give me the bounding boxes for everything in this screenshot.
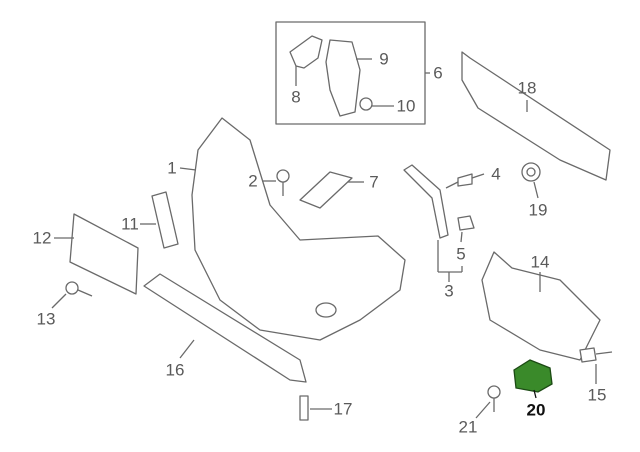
- part-3: [403, 164, 449, 239]
- callout-20-highlighted: 20: [526, 400, 546, 420]
- part-11: [151, 191, 179, 249]
- callout-17: 17: [333, 399, 353, 419]
- part-7: [299, 171, 353, 209]
- part-13: [65, 281, 79, 295]
- part-2: [276, 169, 290, 183]
- part-15: [579, 347, 597, 363]
- callout-1: 1: [167, 158, 177, 178]
- part-8: [289, 35, 323, 69]
- part-17: [299, 395, 309, 421]
- callout-10: 10: [396, 96, 416, 116]
- part-16: [143, 273, 307, 383]
- callout-13: 13: [36, 309, 56, 329]
- callout-16: 16: [165, 360, 185, 380]
- part-14: [481, 251, 601, 361]
- callout-19: 19: [528, 200, 548, 220]
- part-1: [191, 117, 406, 341]
- part-18: [461, 51, 611, 181]
- callout-3: 3: [444, 281, 454, 301]
- callout-21: 21: [458, 417, 478, 437]
- part-5: [457, 215, 475, 231]
- callout-2: 2: [248, 171, 258, 191]
- callout-12: 12: [32, 228, 52, 248]
- callout-11: 11: [121, 214, 139, 234]
- part-10: [359, 97, 373, 111]
- callout-14: 14: [530, 252, 550, 272]
- part-4: [457, 173, 473, 187]
- callout-6: 6: [433, 63, 443, 83]
- part-12: [69, 213, 139, 295]
- callout-9: 9: [379, 49, 389, 69]
- callout-15: 15: [587, 385, 607, 405]
- part-9: [325, 39, 361, 117]
- callout-8: 8: [291, 87, 301, 107]
- part-21: [487, 385, 501, 399]
- part-20-highlighted: [513, 359, 553, 393]
- callout-7: 7: [369, 172, 379, 192]
- callout-18: 18: [517, 78, 537, 98]
- callout-4: 4: [491, 164, 501, 184]
- callout-5: 5: [456, 244, 466, 264]
